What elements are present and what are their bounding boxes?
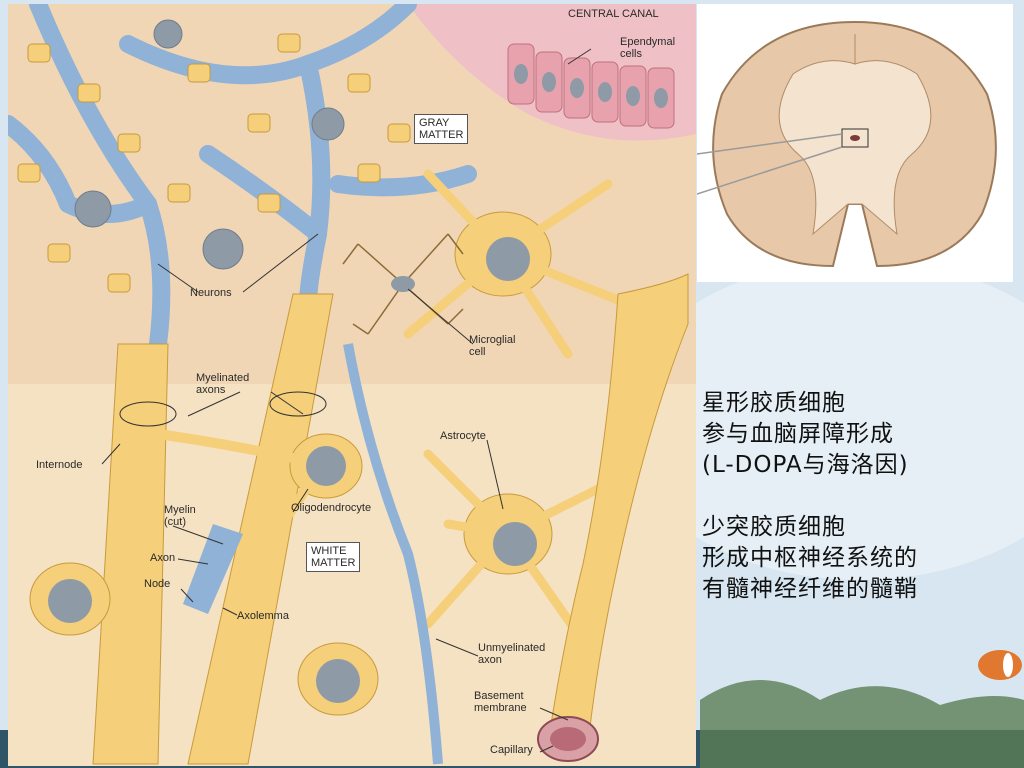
label-astrocyte: Astrocyte bbox=[440, 430, 486, 442]
label-microglial-cell: Microglial cell bbox=[469, 334, 516, 358]
label-axolemma: Axolemma bbox=[237, 610, 289, 622]
capillary-vessel bbox=[547, 273, 689, 745]
label-ependymal-cells: Ependymal cells bbox=[620, 36, 676, 60]
label-central-canal: CENTRAL CANAL bbox=[568, 8, 659, 20]
label-myelin-cut: Myelin (cut) bbox=[164, 504, 196, 528]
caption-oligodendrocyte-title: 少突胶质细胞 bbox=[702, 514, 846, 540]
synaptic-boutons bbox=[17, 33, 411, 293]
astrocyte-nucleus bbox=[493, 522, 537, 566]
label-basement-membrane: Basement membrane bbox=[474, 690, 527, 714]
caption-panel: 星形胶质细胞 参与血脑屏障形成 (L-DOPA与海洛因) 少突胶质细胞 形成中枢… bbox=[702, 388, 1002, 605]
label-neurons: Neurons bbox=[190, 287, 232, 299]
label-white-matter: WHITE MATTER bbox=[306, 542, 361, 572]
caption-astrocyte-title: 星形胶质细胞 bbox=[702, 390, 846, 416]
caption-oligodendrocyte-line-3: 有髓神经纤维的髓鞘 bbox=[702, 576, 918, 602]
myelinated-axons bbox=[92, 293, 334, 765]
astrocyte-nucleus bbox=[486, 237, 530, 281]
caption-spacer bbox=[702, 481, 1002, 512]
label-myelinated-axons: Myelinated axons bbox=[196, 372, 250, 396]
caption-astrocyte-line-2: 参与血脑屏障形成 bbox=[702, 421, 894, 447]
label-gray-matter: GRAY MATTER bbox=[414, 114, 469, 144]
illustration-art bbox=[8, 4, 696, 766]
axon-core bbox=[183, 524, 243, 614]
label-oligodendrocyte: Oligodendrocyte bbox=[291, 502, 372, 514]
glia-illustration: CENTRAL CANAL Ependymal cells GRAY MATTE… bbox=[8, 4, 696, 766]
caption-oligodendrocyte-line-2: 形成中枢神经系统的 bbox=[702, 545, 918, 571]
label-capillary: Capillary bbox=[490, 744, 533, 756]
caption-astrocyte-line-3: (L-DOPA与海洛因) bbox=[702, 452, 909, 478]
spinal-cord-inset bbox=[697, 4, 1013, 282]
unmyelinated-axon bbox=[343, 343, 443, 765]
spinal-cord-cross-section bbox=[697, 4, 1013, 282]
label-unmyelinated-axon: Unmyelinated axon bbox=[478, 642, 546, 666]
label-node: Node bbox=[144, 578, 171, 590]
label-axon: Axon bbox=[150, 552, 176, 564]
label-internode: Internode bbox=[36, 459, 83, 471]
